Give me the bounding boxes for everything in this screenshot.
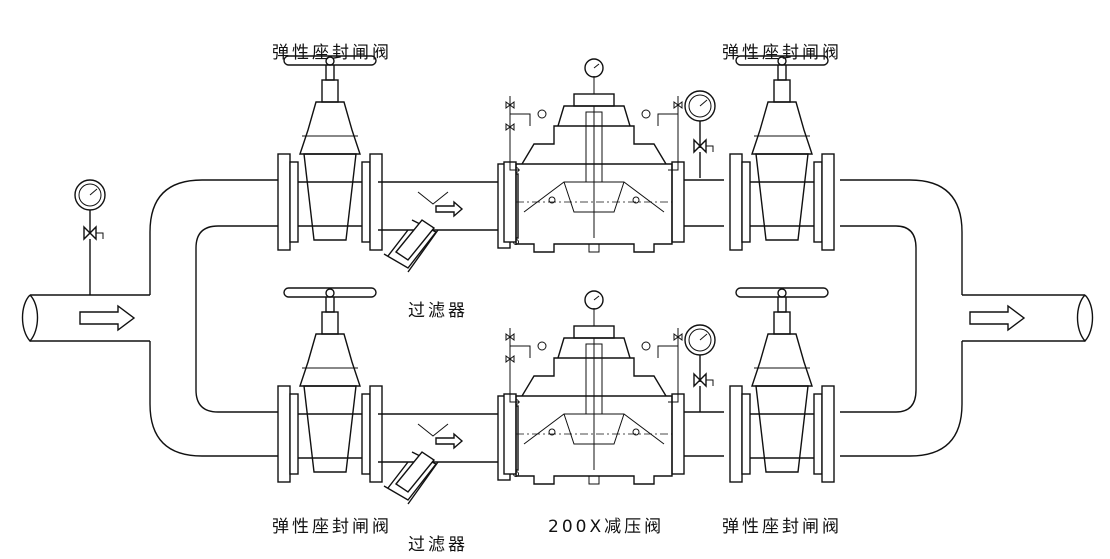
right-outer-upper xyxy=(840,179,963,295)
label-prv: 200X减压阀 xyxy=(548,517,665,537)
left-inner-loop xyxy=(195,225,278,413)
label-gate-valve-top-left: 弹性座封闸阀 xyxy=(272,43,392,63)
inlet-flow-arrow xyxy=(79,304,136,332)
label-gate-valve-bottom-left: 弹性座封闸阀 xyxy=(272,517,392,537)
inlet-pipe-end xyxy=(21,294,39,343)
label-filter-lower: 过滤器 xyxy=(408,535,468,555)
left-outer-lower xyxy=(149,341,278,457)
outlet-pipe-end xyxy=(1076,294,1094,343)
prv-lower xyxy=(503,290,685,485)
gate-valve-lower-right xyxy=(729,287,835,483)
strainer-lower xyxy=(377,395,520,505)
left-outer-upper xyxy=(149,179,278,295)
gate-valve-upper-left xyxy=(277,55,383,251)
prv-upper xyxy=(503,58,685,253)
pressure-gauge-upper xyxy=(684,90,716,179)
right-outer-lower xyxy=(840,341,963,457)
outlet-flow-arrow xyxy=(969,304,1026,332)
label-filter-upper: 过滤器 xyxy=(408,301,468,321)
pressure-gauge-lower xyxy=(684,324,716,413)
strainer-upper xyxy=(377,163,520,273)
right-inner-loop xyxy=(840,225,917,413)
label-gate-valve-top-right: 弹性座封闸阀 xyxy=(722,43,842,63)
label-gate-valve-bottom-right: 弹性座封闸阀 xyxy=(722,517,842,537)
gate-valve-upper-right xyxy=(729,55,835,251)
pressure-gauge-inlet xyxy=(74,179,106,295)
gate-valve-lower-left xyxy=(277,287,383,483)
